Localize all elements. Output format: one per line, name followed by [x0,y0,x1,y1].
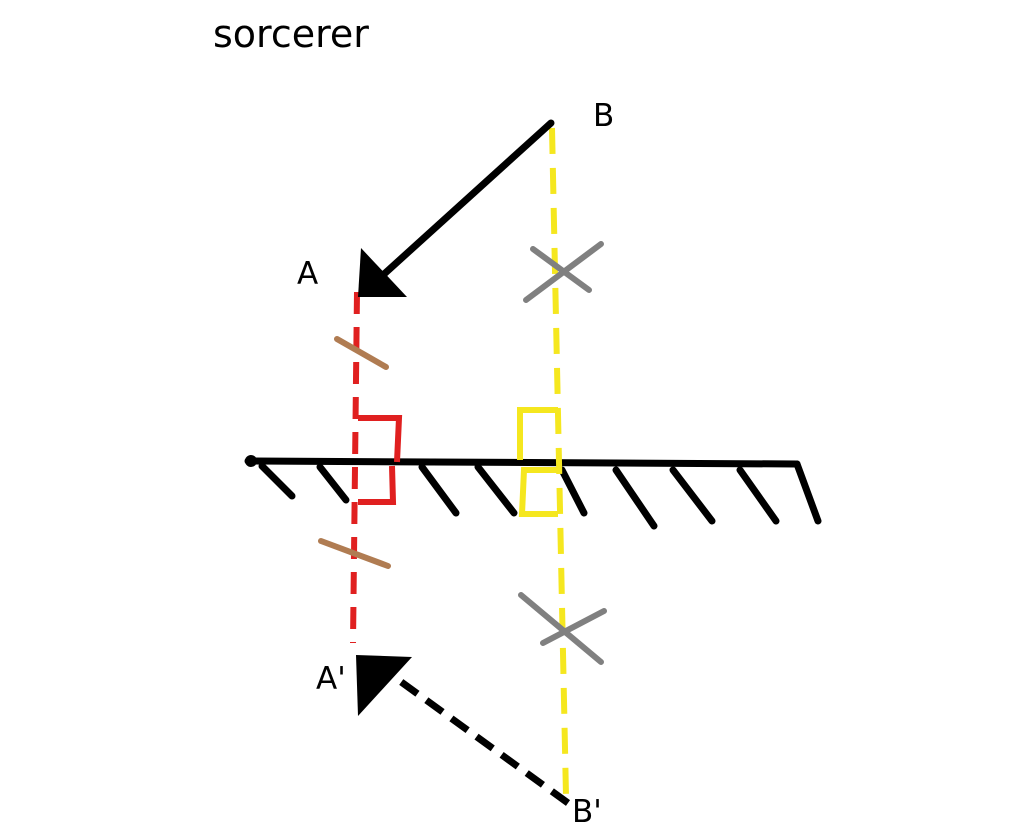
normal-line-a [350,291,360,644]
normal-line-b [549,127,569,797]
equal-length-tick-icon [318,336,391,569]
point-label-b: B [593,98,614,134]
equal-length-cross-icon [518,241,607,665]
right-angle-marker-b-icon [517,407,558,517]
right-angle-marker-a-icon [358,415,403,505]
point-label-a: A [297,256,318,292]
object-arrow-icon [358,119,555,297]
point-label-b-image: B' [572,794,602,830]
image-arrow-icon [356,655,571,806]
mirror-icon [244,455,822,530]
point-label-a-image: A' [316,661,346,697]
diagram-title: sorcerer [213,12,369,56]
